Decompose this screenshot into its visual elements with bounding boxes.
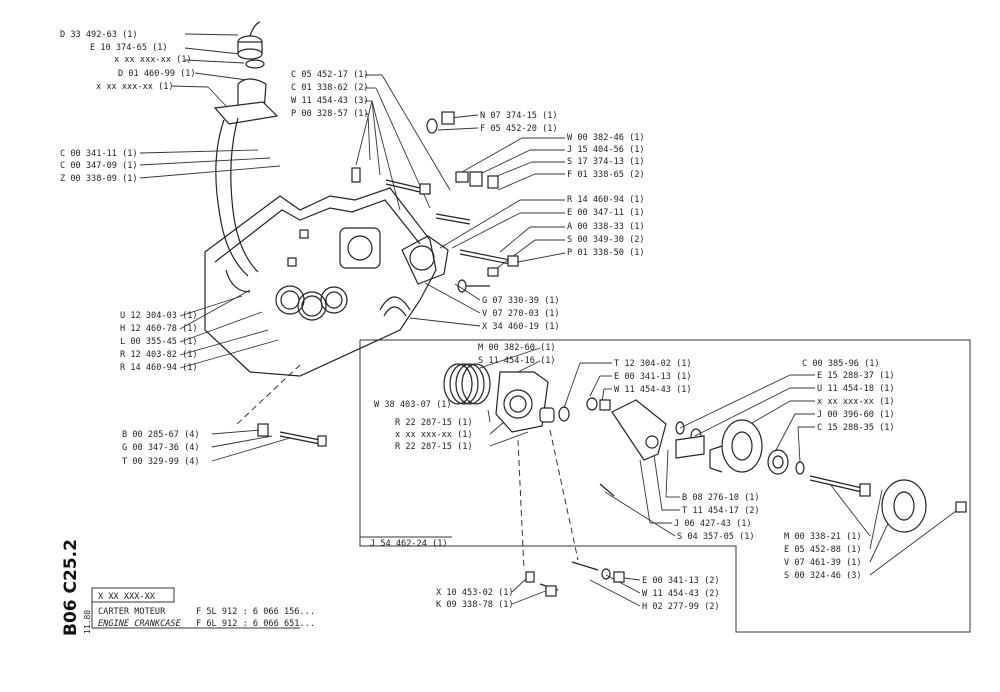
part-callout: x xx xxx-xx (1) xyxy=(114,55,192,65)
part-callout: V 07 270-03 (1) xyxy=(482,309,560,319)
callout-labels: D 33 492-63 (1) E 10 374-65 (1) x xx xxx-x… xyxy=(60,30,895,612)
title-block-code: X XX XXX-XX xyxy=(98,592,156,602)
revision-date: 11.80 xyxy=(83,610,92,634)
spring xyxy=(443,363,473,405)
half-bearing xyxy=(379,296,411,311)
part-callout: T 00 329-99 (4) xyxy=(122,457,200,467)
part-callout: T 11 454-17 (2) xyxy=(682,506,760,516)
lever-arm xyxy=(611,399,667,461)
part-callout: M 00 382-60 (1) xyxy=(478,343,556,353)
title-name-ref: F 5L 912 : 6 066 156... xyxy=(196,607,315,617)
title-name-en: ENGINE CRANKCASE xyxy=(98,619,182,629)
lower-left-bolt xyxy=(257,423,327,447)
part-callout: C 15 288-35 (1) xyxy=(817,423,895,433)
part-callout: K 09 338-78 (1) xyxy=(436,600,514,610)
part-callout: E 00 341-13 (2) xyxy=(642,576,720,586)
part-callout: U 12 304-03 (1) xyxy=(120,311,198,321)
part-callout: R 14 460-94 (1) xyxy=(120,363,198,373)
part-callout: x xx xxx-xx (1) xyxy=(817,397,895,407)
part-callout: x xx xxx-xx (1) xyxy=(96,82,174,92)
part-callout: B 00 285-67 (4) xyxy=(122,430,200,440)
end-flange xyxy=(881,479,927,533)
kit-box-label: J 54 462-24 (1) xyxy=(370,539,448,549)
crankcase-cover xyxy=(204,167,449,377)
part-callout: D 33 492-63 (1) xyxy=(60,30,138,40)
title-name: CARTER MOTEUR xyxy=(98,607,166,617)
part-callout: H 12 460-78 (1) xyxy=(120,324,198,334)
part-callout: G 07 330-39 (1) xyxy=(482,296,560,306)
title-block: X XX XXX-XX CARTER MOTEUR F 5L 912 : 6 0… xyxy=(91,587,315,629)
part-callout: N 07 374-15 (1) xyxy=(480,111,558,121)
part-callout: V 07 461-39 (1) xyxy=(784,558,862,568)
sheet-code: B06 C25.2 xyxy=(61,539,81,636)
part-callout: P 01 338-50 (1) xyxy=(567,248,645,258)
gasket-ring xyxy=(245,59,265,69)
flange-gasket xyxy=(401,235,449,285)
oil-filler-group xyxy=(213,21,279,293)
pump-housing xyxy=(495,371,549,433)
part-callout: G 00 347-36 (4) xyxy=(122,443,200,453)
pin xyxy=(599,483,615,497)
part-callout: C 00 347-09 (1) xyxy=(60,161,138,171)
part-callout: C 05 452-17 (1) xyxy=(291,70,369,80)
kit-frame xyxy=(235,339,971,633)
part-callout: U 11 454-18 (1) xyxy=(817,384,895,394)
part-callout: F 01 338-65 (2) xyxy=(567,170,645,180)
part-callout: R 22 287-15 (1) xyxy=(395,418,473,428)
part-callout: J 06 427-43 (1) xyxy=(674,519,752,529)
part-callout: F 05 452-20 (1) xyxy=(480,124,558,134)
part-callout: C 00 385-96 (1) xyxy=(802,359,880,369)
part-callout: H 02 277-99 (2) xyxy=(642,602,720,612)
part-callout: E 15 288-37 (1) xyxy=(817,371,895,381)
kit-parts xyxy=(443,363,967,597)
pulley xyxy=(721,419,763,473)
part-callout: S 00 349-30 (2) xyxy=(567,235,645,245)
part-callout: S 17 374-13 (1) xyxy=(567,157,645,167)
part-callout: P 00 328-57 (1) xyxy=(291,109,369,119)
part-callout: S 11 454-16 (1) xyxy=(478,356,556,366)
part-callout: E 10 374-65 (1) xyxy=(90,43,168,53)
part-callout: E 00 347-11 (1) xyxy=(567,208,645,218)
part-callout: S 00 324-46 (3) xyxy=(784,571,862,581)
part-callout: D 01 460-99 (1) xyxy=(118,69,196,79)
part-callout: x xx xxx-xx (1) xyxy=(395,430,473,440)
part-callout: L 00 355-45 (1) xyxy=(120,337,198,347)
part-callout: R 22 287-15 (1) xyxy=(395,442,473,452)
part-callout: W 38 403-07 (1) xyxy=(374,400,452,410)
bolts-top xyxy=(385,111,519,293)
part-callout: S 04 357-05 (1) xyxy=(677,532,755,542)
part-callout: W 00 382-46 (1) xyxy=(567,133,645,143)
part-callout: W 11 454-43 (1) xyxy=(614,385,692,395)
bearing xyxy=(767,449,789,475)
kit-boundary xyxy=(359,339,971,633)
part-callout: J 15 404-56 (1) xyxy=(567,145,645,155)
title-name-en-ref: F 6L 912 : 6 066 651... xyxy=(196,619,315,629)
part-callout: C 00 341-11 (1) xyxy=(60,149,138,159)
part-callout: Z 00 338-09 (1) xyxy=(60,174,138,184)
part-callout: C 01 338-62 (2) xyxy=(291,83,369,93)
part-callout: W 11 454-43 (2) xyxy=(642,589,720,599)
part-callout: B 08 276-10 (1) xyxy=(682,493,760,503)
part-callout: E 00 341-13 (1) xyxy=(614,372,692,382)
part-callout: M 00 338-21 (1) xyxy=(784,532,862,542)
part-callout: A 00 338-33 (1) xyxy=(567,222,645,232)
part-callout: T 12 304-02 (1) xyxy=(614,359,692,369)
part-callout: X 10 453-02 (1) xyxy=(436,588,514,598)
part-callout: E 05 452-88 (1) xyxy=(784,545,862,555)
part-callout: R 12 403-82 (1) xyxy=(120,350,198,360)
part-callout: J 00 396-60 (1) xyxy=(817,410,895,420)
leader-lines xyxy=(139,33,961,607)
part-callout: X 34 460-19 (1) xyxy=(482,322,560,332)
part-callout: R 14 460-94 (1) xyxy=(567,195,645,205)
part-callout: W 11 454-43 (3) xyxy=(291,96,369,106)
